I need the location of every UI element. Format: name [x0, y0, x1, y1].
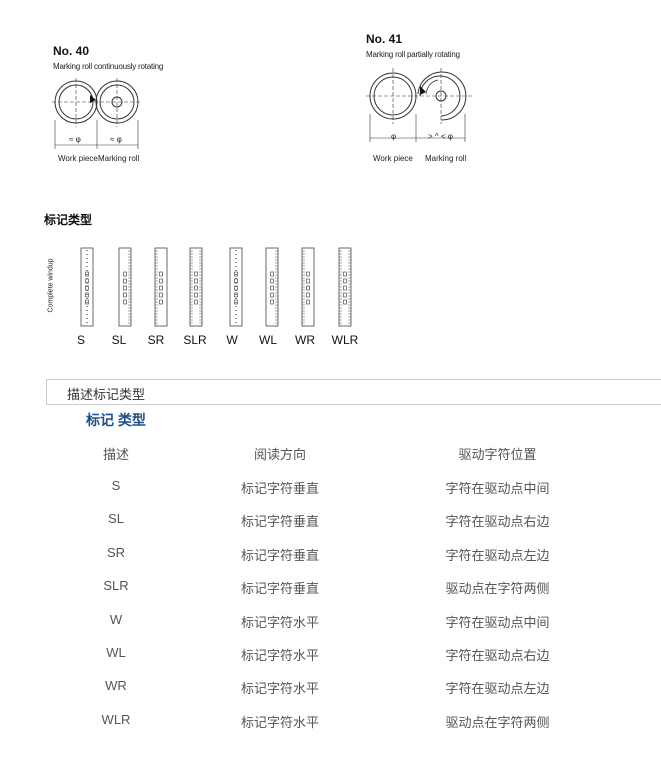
fig41-dim-left: φ — [391, 132, 397, 141]
table-cell-reading-direction: 标记字符垂直 — [240, 547, 319, 563]
tab-describe-marking-types[interactable]: 描述标记类型 — [46, 379, 661, 405]
table-cell-reading-direction: 标记字符垂直 — [240, 481, 319, 496]
fig41-title: No. 41 — [366, 32, 403, 46]
strip-label-slr: SLR — [183, 333, 207, 347]
table-header-drive-position: 驱动字符位置 — [458, 447, 537, 462]
fig40-dim-right: ≈ φ — [110, 135, 122, 144]
strip-label-sl: SL — [111, 333, 127, 347]
table-cell-description: S — [111, 478, 121, 493]
table-cell-description: WLR — [101, 711, 131, 727]
table-cell-description: WR — [105, 678, 127, 694]
table-cell-drive-position: 字符在驱动点中间 — [445, 481, 550, 496]
table-cell-drive-position: 字符在驱动点中间 — [445, 614, 550, 630]
strip-wlr — [338, 247, 352, 327]
strip-label-wr: WR — [295, 333, 315, 347]
fig40-caption-workpiece: Work piece — [58, 154, 98, 163]
strip-s — [80, 247, 94, 327]
fig40-subtitle: Marking roll continuously rotating — [53, 62, 164, 71]
fig40-diagram — [52, 78, 142, 149]
fig41-subtitle: Marking roll partially rotating — [366, 50, 460, 59]
table-cell-drive-position: 字符在驱动点右边 — [445, 648, 550, 663]
table-cell-reading-direction: 标记字符水平 — [240, 648, 319, 663]
strip-wr — [301, 247, 315, 327]
fig41-caption-workpiece: Work piece — [373, 154, 413, 163]
fig41-caption-marking-roll: Marking roll — [425, 154, 467, 163]
table-cell-description: SL — [108, 511, 124, 527]
strip-w — [229, 247, 243, 327]
strip-label-wl: WL — [259, 333, 277, 347]
strip-slr — [189, 247, 203, 327]
strip-label-wlr: WLR — [331, 333, 359, 347]
table-cell-description: W — [109, 611, 123, 627]
table-cell-reading-direction: 标记字符垂直 — [240, 514, 319, 530]
table-title: 标记 类型 — [86, 412, 146, 428]
table-cell-description: SLR — [103, 578, 129, 594]
table-cell-drive-position: 驱动点在字符两侧 — [445, 714, 550, 730]
table-cell-reading-direction: 标记字符水平 — [240, 681, 319, 697]
table-cell-drive-position: 字符在驱动点左边 — [445, 547, 550, 563]
marking-strips — [80, 247, 352, 327]
drive-arrow-icon — [90, 95, 96, 103]
fig40-title: No. 40 — [53, 44, 90, 58]
table-cell-reading-direction: 标记字符垂直 — [240, 581, 319, 597]
strip-label-sr: SR — [147, 333, 165, 347]
table-cell-drive-position: 驱动点在字符两侧 — [445, 581, 550, 597]
table-cell-drive-position: 字符在驱动点右边 — [445, 514, 550, 530]
strip-wl — [265, 247, 279, 327]
table-cell-reading-direction: 标记字符水平 — [240, 714, 319, 730]
strip-sl — [118, 247, 132, 327]
drive-arrow-icon — [420, 86, 426, 95]
table-cell-reading-direction: 标记字符水平 — [240, 614, 319, 630]
fig40-dim-left: ≈ φ — [69, 135, 81, 144]
section-title: 标记类型 — [44, 213, 93, 227]
strip-sr — [154, 247, 168, 327]
table-header-description: 描述 — [102, 447, 129, 462]
table-cell-description: SR — [106, 544, 126, 560]
tab-label: 描述标记类型 — [67, 387, 146, 402]
fig41-dim-right: > ^ < φ — [428, 132, 453, 141]
strip-label-w: W — [226, 333, 238, 347]
fig40-caption-marking-roll: Marking roll — [98, 154, 140, 163]
table-header-reading-direction: 阅读方向 — [253, 447, 306, 462]
fig41-diagram — [366, 68, 474, 142]
table-cell-description: WL — [106, 645, 126, 660]
strip-label-s: S — [76, 333, 85, 347]
table-cell-drive-position: 字符在驱动点左边 — [445, 681, 550, 697]
